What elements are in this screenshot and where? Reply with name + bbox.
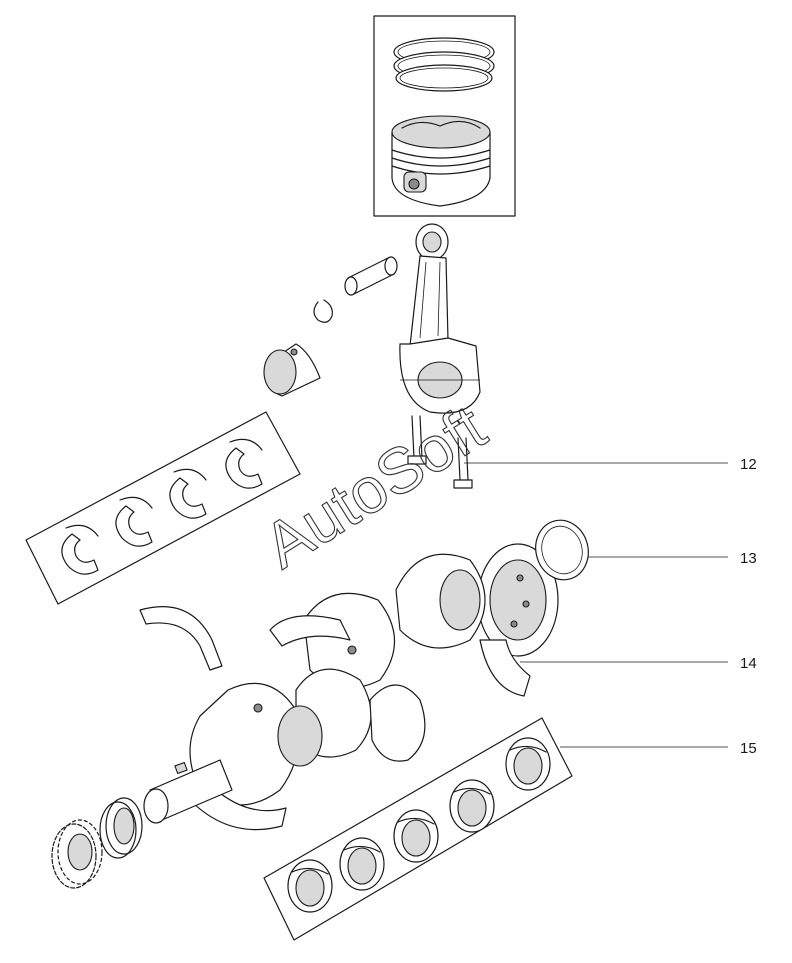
rod-bearing-set [25,411,301,605]
rod-bearing-shells [61,438,263,575]
crankshaft [143,543,559,831]
piston-box [373,15,516,217]
piston-pin [344,256,398,296]
crank-sprocket [51,819,103,889]
small-end-bushing [263,343,321,397]
snap-ring [313,299,333,323]
piston-rings [393,37,495,92]
connecting-rod [399,223,481,414]
callouts: 12 13 14 15 [464,456,757,757]
main-bearing-shells [287,737,551,913]
callout-12-label: 12 [740,456,757,473]
callout-15-label: 15 [740,740,757,757]
piston-assembly-group [373,15,516,217]
rear-seal-ring [535,519,589,581]
thrust-washer [139,606,223,671]
callout-14-label: 14 [740,655,757,672]
main-bearing-set [263,717,573,941]
crank-seal [99,797,143,859]
connecting-rod-bolts [407,415,473,489]
piston [391,115,491,207]
callout-13-label: 13 [740,550,757,567]
